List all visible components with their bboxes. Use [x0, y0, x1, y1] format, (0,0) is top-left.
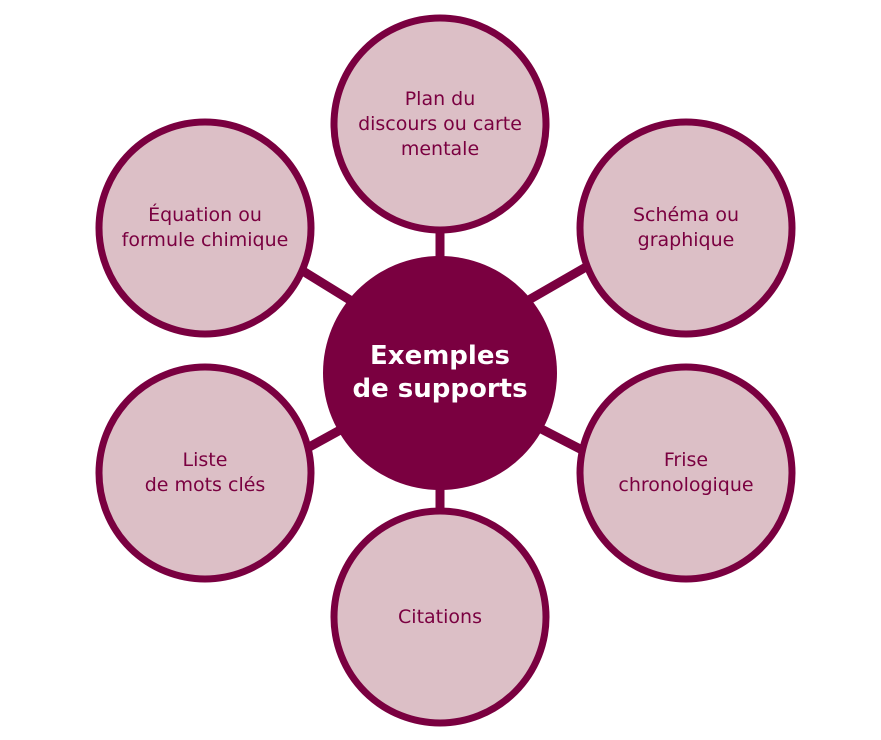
node-schema-circle [576, 118, 796, 338]
node-citations-circle [330, 507, 550, 727]
node-equation-circle [95, 118, 315, 338]
node-label-liste: Liste de mots clés [144, 449, 266, 496]
connector-schema [517, 263, 589, 309]
node-label-plan: Plan du discours ou carte mentale [358, 87, 522, 160]
node-label-equation: Équation ou formule chimique [121, 204, 289, 251]
node-label-citations: Citations [398, 605, 482, 628]
connector-equation [295, 264, 361, 309]
node-liste-circle [95, 363, 315, 583]
center-label: Exemples de supports [352, 341, 528, 404]
node-label-frise: Frise chronologique [618, 449, 754, 496]
node-frise-circle [576, 363, 796, 583]
center-circle [323, 256, 557, 490]
node-plan-circle [330, 14, 550, 234]
node-label-schema: Schéma ou graphique [632, 204, 740, 251]
